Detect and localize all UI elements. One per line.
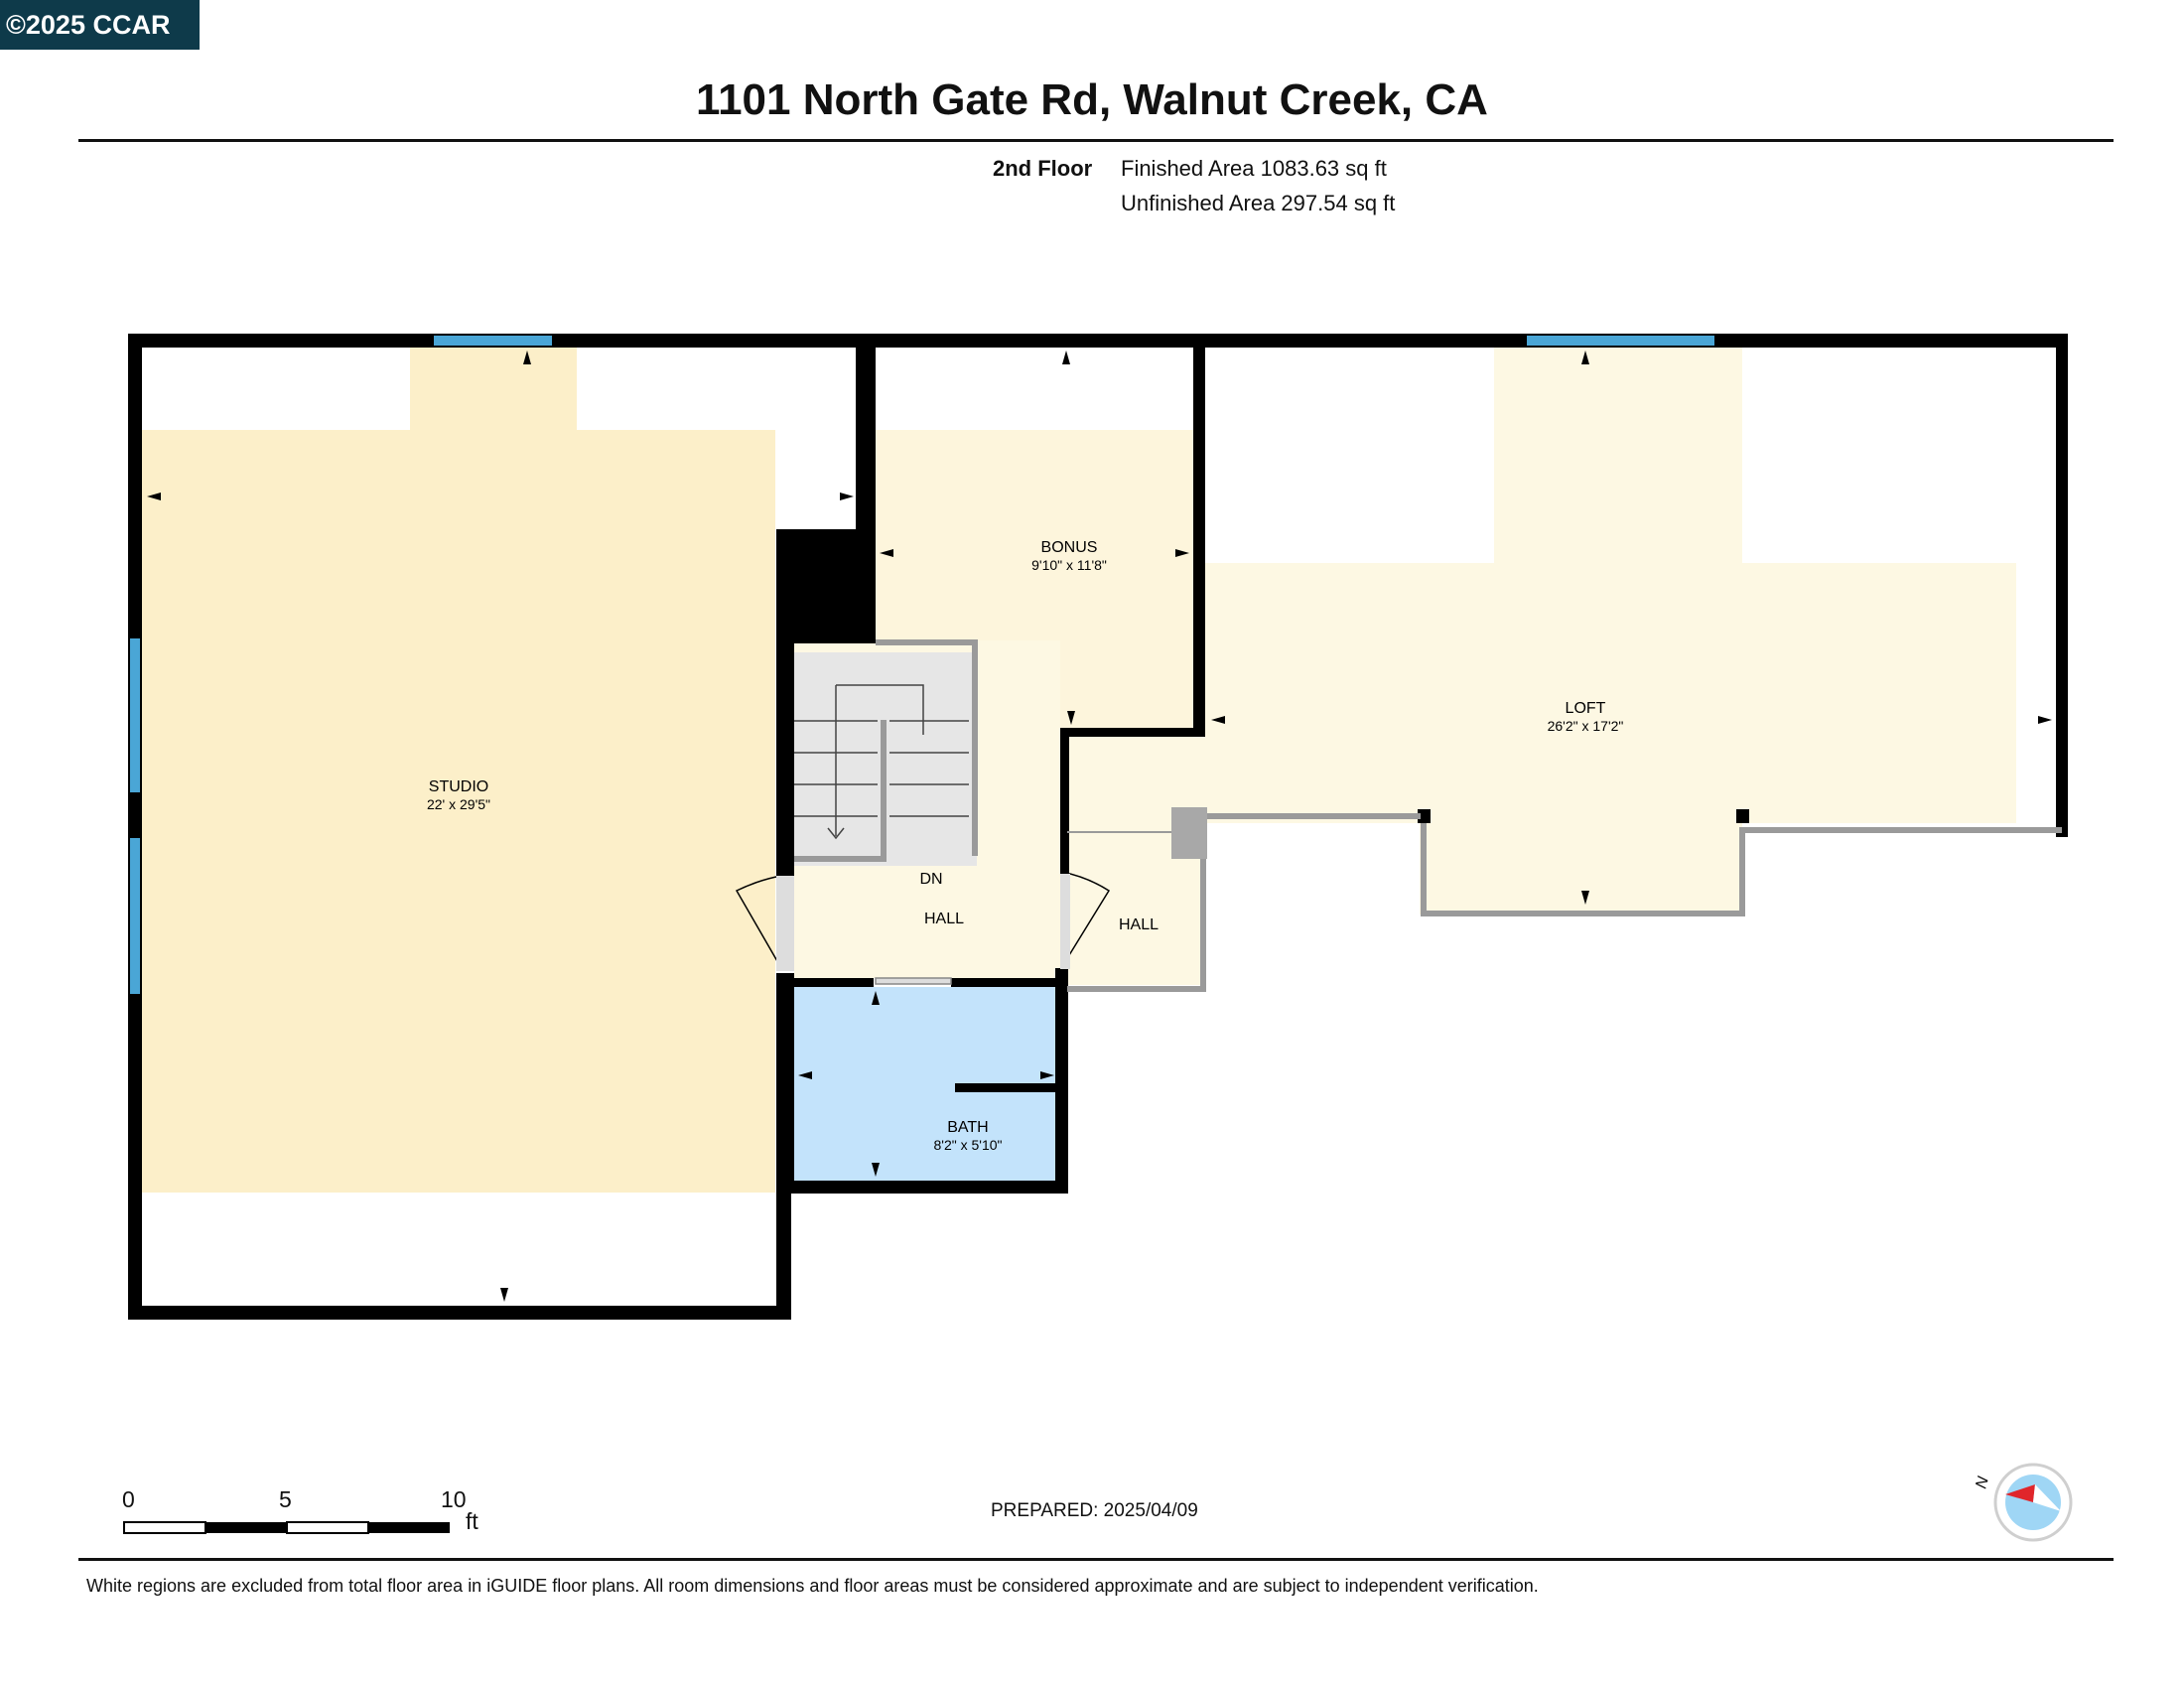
scale-bar [123, 1521, 450, 1534]
room-dims-loft: 26'2" x 17'2" [1548, 718, 1624, 734]
room-label-studio: STUDIO [429, 778, 488, 795]
room-label-hall-east: HALL [1119, 916, 1159, 933]
finished-area: Finished Area 1083.63 sq ft [1121, 156, 1387, 181]
prepared-date: PREPARED: 2025/04/09 [991, 1500, 1198, 1521]
copyright-badge: ©2025 CCAR [0, 0, 200, 50]
scale-tick-0: 0 [122, 1486, 135, 1512]
header-rule [78, 139, 2114, 142]
scale-tick-10: 10 [441, 1486, 467, 1512]
room-label-hall: HALL [924, 911, 964, 927]
partition-walls [1067, 813, 2062, 992]
walls [128, 334, 2068, 1320]
chimney [1171, 807, 1207, 859]
compass-icon: N [1973, 1463, 2073, 1542]
scale-unit: ft [466, 1508, 478, 1534]
loft-fill [1205, 348, 2016, 914]
room-label-loft: LOFT [1566, 700, 1606, 717]
room-dims-bonus: 9'10" x 11'8" [1031, 557, 1107, 573]
room-dims-bath: 8'2" x 5'10" [934, 1137, 1003, 1153]
room-label-bonus: BONUS [1041, 539, 1098, 556]
door-swings [735, 871, 1111, 985]
floor-label: 2nd Floor [993, 156, 1093, 181]
staircase [794, 639, 978, 866]
studio-fill [142, 348, 775, 1193]
page-title: 1101 North Gate Rd, Walnut Creek, CA [696, 75, 1488, 124]
unfinished-area: Unfinished Area 297.54 sq ft [1121, 191, 1396, 215]
room-label-bath: BATH [947, 1119, 988, 1136]
footer-rule [78, 1558, 2114, 1561]
stair-direction-label: DN [919, 871, 942, 888]
compass-north-label: N [1973, 1475, 1992, 1490]
windows [130, 336, 1714, 994]
measurement-arrows [147, 351, 2052, 1302]
room-dims-studio: 22' x 29'5" [427, 796, 490, 812]
scale-tick-5: 5 [279, 1486, 292, 1512]
disclaimer: White regions are excluded from total fl… [86, 1576, 1539, 1596]
